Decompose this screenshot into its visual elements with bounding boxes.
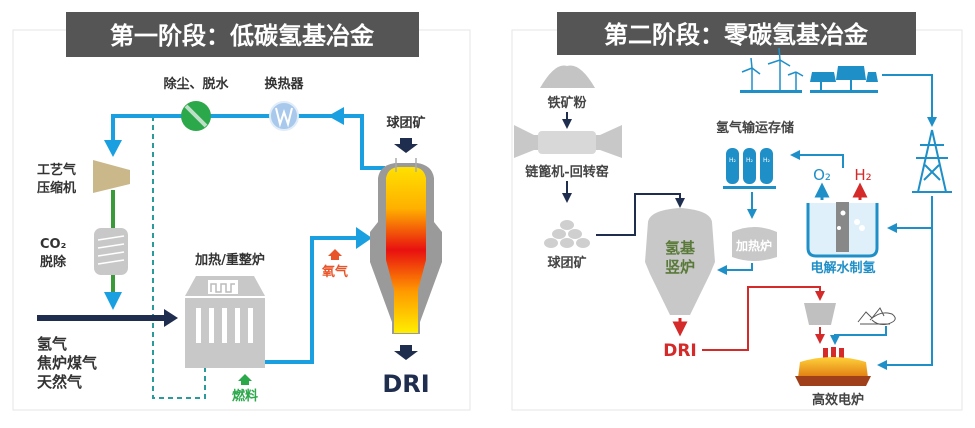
stage2-frame	[511, 29, 963, 411]
dri-label: DRI	[663, 341, 697, 361]
stage2-title-bar	[557, 12, 916, 55]
bypass-dashed-line	[152, 116, 206, 399]
fuel-label: 燃料	[232, 388, 258, 404]
h2-storage-label: 氢气输运存储	[716, 120, 794, 136]
heat-exchanger-icon	[269, 101, 299, 131]
svg-text:H₂: H₂	[763, 157, 771, 164]
down-arrow-icon	[104, 292, 122, 310]
solar-panels-icon	[810, 66, 878, 93]
pellet-ore-label: 球团矿	[386, 115, 425, 131]
scrap-feed-line	[830, 326, 887, 345]
dri-label: DRI	[382, 370, 429, 398]
input-label-hydrogen: 氢气	[37, 335, 67, 353]
heating-furnace-icon	[732, 227, 777, 261]
scrap-steel-icon	[857, 307, 896, 325]
compressor-label-2: 压缩机	[37, 180, 76, 196]
right-arrow-icon	[164, 309, 178, 327]
electric-arc-furnace-icon	[795, 347, 871, 386]
electrolysis-label: 电解水制氢	[810, 260, 875, 276]
left-arrow-icon	[328, 107, 344, 125]
co2-label-2: 脱除	[40, 254, 67, 270]
co2-label: CO₂	[40, 237, 66, 252]
pellets-icon	[544, 220, 590, 248]
reducing-gas-line	[265, 236, 358, 364]
stage1-panel: 第一阶段：低碳氢基冶金 除尘、脱水 换热器 工艺气 压缩机 CO₂ 脱除	[12, 12, 471, 411]
transmission-tower-icon	[912, 129, 952, 193]
dri-transfer-line	[702, 286, 825, 351]
oxygen-label: 氧气	[321, 264, 348, 280]
iron-powder-icon	[540, 65, 595, 88]
shaft-furnace-icon	[645, 208, 715, 315]
down-arrow-icon	[104, 140, 122, 157]
input-label-natural-gas: 天然气	[37, 373, 82, 391]
heat-exchanger-label: 换热器	[264, 76, 304, 92]
wind-turbines-icon	[740, 47, 804, 93]
svg-text:H₂: H₂	[746, 157, 754, 164]
right-arrow-icon	[356, 227, 372, 249]
stage1-title-bar	[66, 12, 419, 57]
input-label-coke-gas: 焦炉煤气	[36, 354, 97, 372]
iron-powder-label: 铁矿粉	[546, 95, 586, 111]
hydrogen-tanks-icon: H₂ H₂ H₂	[723, 148, 776, 189]
compressor-icon	[93, 160, 130, 193]
power-line	[882, 74, 937, 127]
fuel-up-arrow-icon	[238, 374, 252, 385]
h2-label: H₂	[854, 166, 871, 184]
stage2-title: 第二阶段：零碳氢基冶金	[604, 21, 869, 49]
down-arrow-icon	[394, 138, 418, 153]
o2-label: O₂	[813, 166, 831, 184]
power-to-eaf-line	[877, 196, 933, 370]
down-arrow-icon	[394, 345, 418, 360]
compressor-label: 工艺气	[37, 162, 76, 178]
shaft-furnace-label: 氢基	[665, 239, 696, 257]
charging-bucket-icon	[804, 303, 836, 325]
stage1-title: 第一阶段：低碳氢基冶金	[110, 22, 375, 50]
h2-to-storage-line	[790, 150, 844, 168]
shaft-furnace-label-2: 竖炉	[665, 258, 695, 276]
pellet-feed-line	[596, 193, 685, 236]
dust-dewater-label: 除尘、脱水	[163, 76, 229, 92]
eaf-label: 高效电炉	[812, 392, 864, 408]
kiln-label: 链篦机-回转窑	[524, 164, 608, 180]
stage2-panel: 第二阶段：零碳氢基冶金 铁矿粉 链篦机-回转窑 球团矿 氢基 竖炉 DRI 氢气…	[511, 12, 963, 411]
heating-furnace-label: 加热炉	[735, 238, 772, 253]
svg-text:H₂: H₂	[729, 157, 737, 164]
recycle-gas-line	[111, 114, 385, 170]
heated-gas-line	[717, 263, 753, 275]
pellet-ore-label: 球团矿	[547, 255, 586, 271]
reformer-label: 加热/重整炉	[194, 252, 265, 268]
oxygen-up-arrow-icon	[328, 249, 342, 260]
